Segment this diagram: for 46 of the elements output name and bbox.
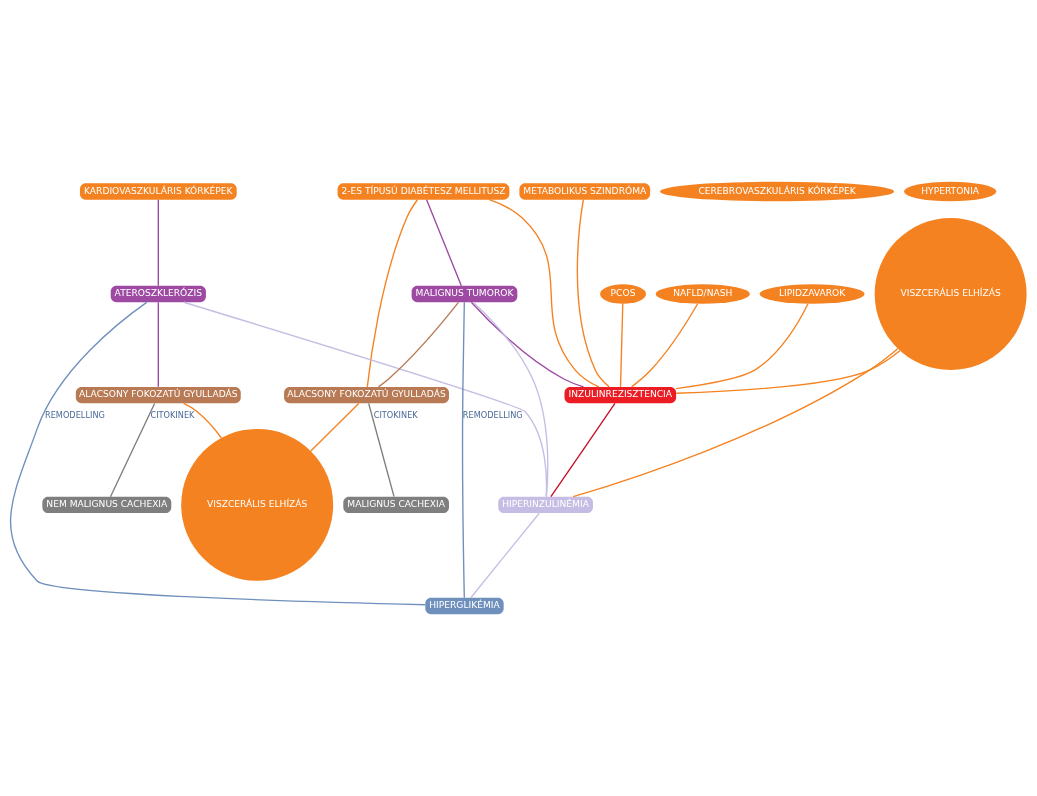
- node-ellipse: CEREBROVASZKULÁRIS KÓRKÉPEK: [660, 181, 895, 202]
- node-ellipse: LIPIDZAVAROK: [759, 284, 865, 304]
- connector: [630, 303, 699, 388]
- node-box: HIPERGLIKÉMIA: [425, 597, 504, 615]
- node-box: 2-ES TÍPUSÚ DIABÉTESZ MELLITUSZ: [337, 183, 510, 200]
- node-box: MALIGNUS CACHEXIA: [343, 496, 449, 514]
- connector: [183, 301, 548, 498]
- node-circle: VISZCERÁLIS ELHÍZÁS: [874, 218, 1027, 370]
- connector: [472, 301, 549, 498]
- connector: [109, 402, 156, 498]
- connector: [619, 303, 624, 388]
- node-box: NEM MALIGNUS CACHEXIA: [42, 496, 172, 514]
- connector: [675, 303, 809, 390]
- connector: [377, 301, 460, 388]
- node-box: METABOLIKUS SZINDRÓMA: [519, 183, 651, 200]
- node-ellipse: PCOS: [600, 284, 646, 304]
- connector: [425, 199, 462, 287]
- node-box: ATEROSZKLERÓZIS: [110, 285, 206, 303]
- connector: [470, 301, 585, 388]
- edge-label: CITOKINEK: [150, 410, 195, 421]
- connector: [157, 199, 159, 287]
- node-box: MALIGNUS TUMOROK: [411, 285, 518, 303]
- connector: [182, 402, 222, 439]
- connector: [310, 402, 360, 452]
- connector: [9, 301, 426, 606]
- connector: [550, 402, 616, 498]
- node-ellipse: NAFLD/NASH: [655, 284, 750, 304]
- edge-label: CITOKINEK: [373, 410, 418, 421]
- edge-label: REMODELLING: [462, 410, 523, 421]
- node-ellipse: HYPERTONIA: [904, 181, 997, 202]
- node-box: ALACSONY FOKOZATÚ GYULLADÁS: [284, 386, 449, 404]
- node-box: HIPERINZULINÉMIA: [498, 496, 593, 514]
- node-box: ALACSONY FOKOZATÚ GYULLADÁS: [75, 386, 241, 404]
- node-box: INZULINREZISZTENCIA: [564, 386, 677, 404]
- connector: [157, 301, 159, 388]
- connector: [461, 301, 465, 599]
- connector: [675, 350, 901, 394]
- connector: [576, 199, 610, 388]
- connector: [572, 348, 899, 498]
- connector: [488, 199, 600, 388]
- node-box: KARDIOVASZKULÁRIS KÓRKÉPEK: [79, 183, 237, 200]
- connector: [367, 402, 395, 498]
- connector: [366, 199, 419, 388]
- edge-label: REMODELLING: [45, 410, 105, 421]
- node-circle: VISZCERÁLIS ELHÍZÁS: [181, 428, 334, 581]
- connector: [470, 512, 540, 599]
